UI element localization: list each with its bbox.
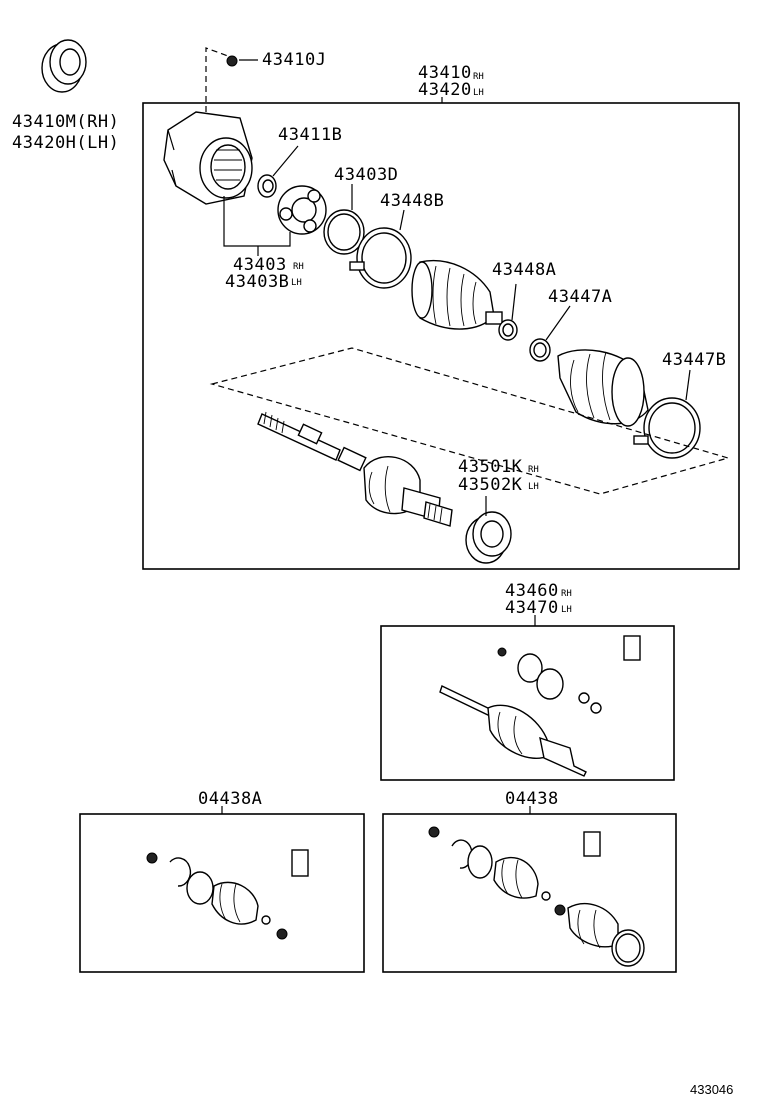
label-kit-rh: 43460 [505, 581, 559, 601]
leader-43447a [545, 305, 571, 341]
leader-43448a [511, 283, 517, 321]
label-43502k-sub: LH [528, 482, 539, 492]
boot-band-small-part [529, 338, 551, 362]
boot-clamp-small-part [498, 319, 518, 341]
label-kit-lh-sub: LH [561, 605, 572, 615]
label-43501k: 43501K [458, 457, 523, 477]
figure-number: 433046 [690, 1082, 733, 1097]
label-kit-rh-sub: RH [561, 589, 572, 599]
leader-43411b [272, 145, 299, 177]
kit-a-contents [146, 849, 309, 940]
dashed-shaft-region [209, 347, 731, 495]
main-assembly-box [142, 102, 740, 570]
bracket-43403 [223, 196, 291, 247]
leader-43447b [685, 369, 691, 401]
label-43448a: 43448A [492, 260, 556, 280]
snap-ring-small-part [257, 174, 277, 198]
label-43403-sub: RH [293, 262, 304, 272]
snap-ring-part [323, 209, 365, 255]
boot-band-outer-part [633, 397, 701, 459]
label-assy-lh-sub: LH [473, 88, 484, 98]
kit-rh-box [380, 625, 675, 781]
dust-deflector-part [465, 511, 512, 564]
outboard-boot-part [557, 349, 649, 427]
label-kit: 04438 [505, 789, 559, 809]
label-43410j: 43410J [262, 50, 326, 70]
label-assy-rh: 43410 [418, 63, 472, 83]
label-kit-lh: 43470 [505, 598, 559, 618]
drive-shaft-part [257, 411, 453, 527]
oil-seal-part [41, 39, 87, 93]
label-43501k-sub: RH [528, 465, 539, 475]
label-43403: 43403 [233, 255, 287, 275]
dashed-leader-clip [205, 47, 229, 112]
label-43447b: 43447B [662, 350, 726, 370]
label-43448b: 43448B [380, 191, 444, 211]
label-43403b-sub: LH [291, 278, 302, 288]
inboard-boot-part [411, 260, 503, 330]
label-43403b: 43403B [225, 272, 289, 292]
kit-contents [428, 826, 645, 967]
tripod-joint-part [277, 185, 327, 235]
label-43447a: 43447A [548, 287, 612, 307]
kit-box [382, 813, 677, 973]
boot-band-large-part [349, 227, 412, 289]
kit-rh-contents [439, 635, 641, 777]
kit-a-box [79, 813, 365, 973]
label-kit-a: 04438A [198, 789, 262, 809]
label-43403d: 43403D [334, 165, 398, 185]
label-seal-rh: 43410M(RH) [12, 112, 119, 132]
label-43502k: 43502K [458, 475, 523, 495]
leader-43448b [399, 209, 405, 231]
label-seal-lh: 43420H(LH) [12, 133, 119, 153]
clip-part [226, 55, 238, 67]
label-assy-rh-sub: RH [473, 72, 484, 82]
joint-housing-part [163, 111, 253, 205]
label-assy-lh: 43420 [418, 80, 472, 100]
label-43411b: 43411B [278, 125, 342, 145]
